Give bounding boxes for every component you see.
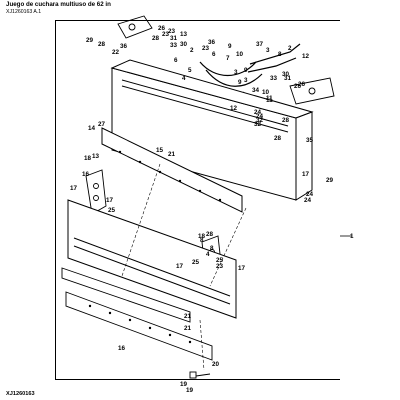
callout: 24 (306, 191, 314, 198)
callout: 17 (106, 197, 114, 204)
callout: 26 (294, 83, 302, 90)
callout: 6 (174, 57, 178, 64)
callout: 3 (244, 77, 248, 84)
callout: 8 (200, 237, 204, 244)
callout: 22 (112, 49, 120, 56)
callout: 20 (212, 361, 220, 368)
figure-id: XJ1260163 (6, 391, 35, 397)
callout: 15 (156, 147, 164, 154)
callout: 6 (212, 51, 216, 58)
callout: 13 (180, 31, 188, 38)
callout: 16 (82, 171, 90, 178)
callout: 14 (88, 125, 96, 132)
callout: 5 (188, 67, 192, 74)
bolt-holes (88, 150, 222, 344)
callout: 36 (120, 43, 128, 50)
callout-labels: 29 26 23 13 36 28 22 31 33 30 36 9 10 37… (70, 25, 354, 394)
callout: 24 (256, 113, 264, 120)
assembly-guide-lines (121, 163, 247, 371)
wear-strips (61, 267, 213, 361)
callout: 28 (206, 231, 214, 238)
callout: 29 (326, 177, 334, 184)
page-title: Juego de cuchara multiuso de 62 in (6, 1, 111, 8)
callout: 11 (266, 97, 273, 104)
callout: 9 (244, 67, 248, 74)
callout: 9 (238, 79, 242, 86)
callout: 34 (252, 87, 260, 94)
callout: 18 (198, 233, 206, 240)
callout: 9 (228, 43, 232, 50)
callout: 3 (266, 47, 270, 54)
callout: 36 (208, 39, 216, 46)
callout: 37 (256, 41, 264, 48)
callout: 23 (168, 28, 176, 35)
callout: 4 (206, 251, 210, 258)
callout: 12 (230, 105, 238, 112)
callout: 10 (262, 89, 270, 96)
callout: 30 (282, 71, 290, 78)
callout: 32 (254, 121, 262, 128)
callout: 16 (118, 345, 126, 352)
callout: 23 (216, 263, 224, 270)
callout: 18 (84, 155, 92, 162)
bottom-bolt (189, 371, 211, 379)
callout: 32 (256, 117, 264, 124)
callout: 10 (236, 51, 244, 58)
diagram-code: XJ1260163 A.1 (6, 9, 42, 15)
callout: 21 (168, 151, 176, 158)
callout: 25 (216, 257, 224, 264)
callout: 17 (176, 263, 184, 270)
callout: 21 (184, 313, 192, 320)
callout: 23 (202, 45, 210, 52)
callout: 2 (190, 47, 194, 54)
callout: 7 (226, 55, 230, 62)
callout: 4 (182, 75, 186, 82)
callout: 25 (108, 207, 116, 214)
callout: 12 (302, 53, 310, 60)
callout: 24 (254, 109, 262, 116)
callout: 29 (86, 37, 94, 44)
callout: 3 (234, 69, 238, 76)
callout: 27 (98, 121, 106, 128)
callout: 35 (306, 137, 314, 144)
callout: 26 (298, 81, 306, 88)
callout: 8 (210, 245, 214, 252)
lower-frame (67, 199, 237, 319)
callout: 28 (152, 35, 160, 42)
callout: 17 (238, 265, 246, 272)
callout: 13 (92, 153, 100, 160)
callout: 19 (186, 387, 194, 394)
callout: 28 (274, 135, 282, 142)
callout: 21 (184, 325, 192, 332)
callout: 8 (278, 51, 282, 58)
callout: 31 (284, 75, 292, 82)
callout: 1 (350, 233, 354, 240)
bucket-body (110, 59, 314, 201)
callout: 33 (170, 42, 178, 49)
callout: 2 (288, 45, 292, 52)
callout: 17 (70, 185, 78, 192)
callout: 11 (266, 95, 273, 102)
callout: 30 (180, 41, 188, 48)
callout: 25 (192, 259, 200, 266)
callout: 17 (302, 171, 310, 178)
callout: 23 (162, 31, 170, 38)
cutting-edge-plate (101, 127, 243, 213)
callout: 28 (282, 117, 290, 124)
callout: 19 (180, 381, 188, 388)
diagram-frame (55, 20, 340, 380)
callout: 33 (270, 75, 278, 82)
callout: 28 (98, 41, 106, 48)
callout: 31 (170, 35, 178, 42)
callout: 26 (158, 25, 166, 32)
upper-bracket (117, 15, 335, 105)
callout: 24 (304, 197, 312, 204)
